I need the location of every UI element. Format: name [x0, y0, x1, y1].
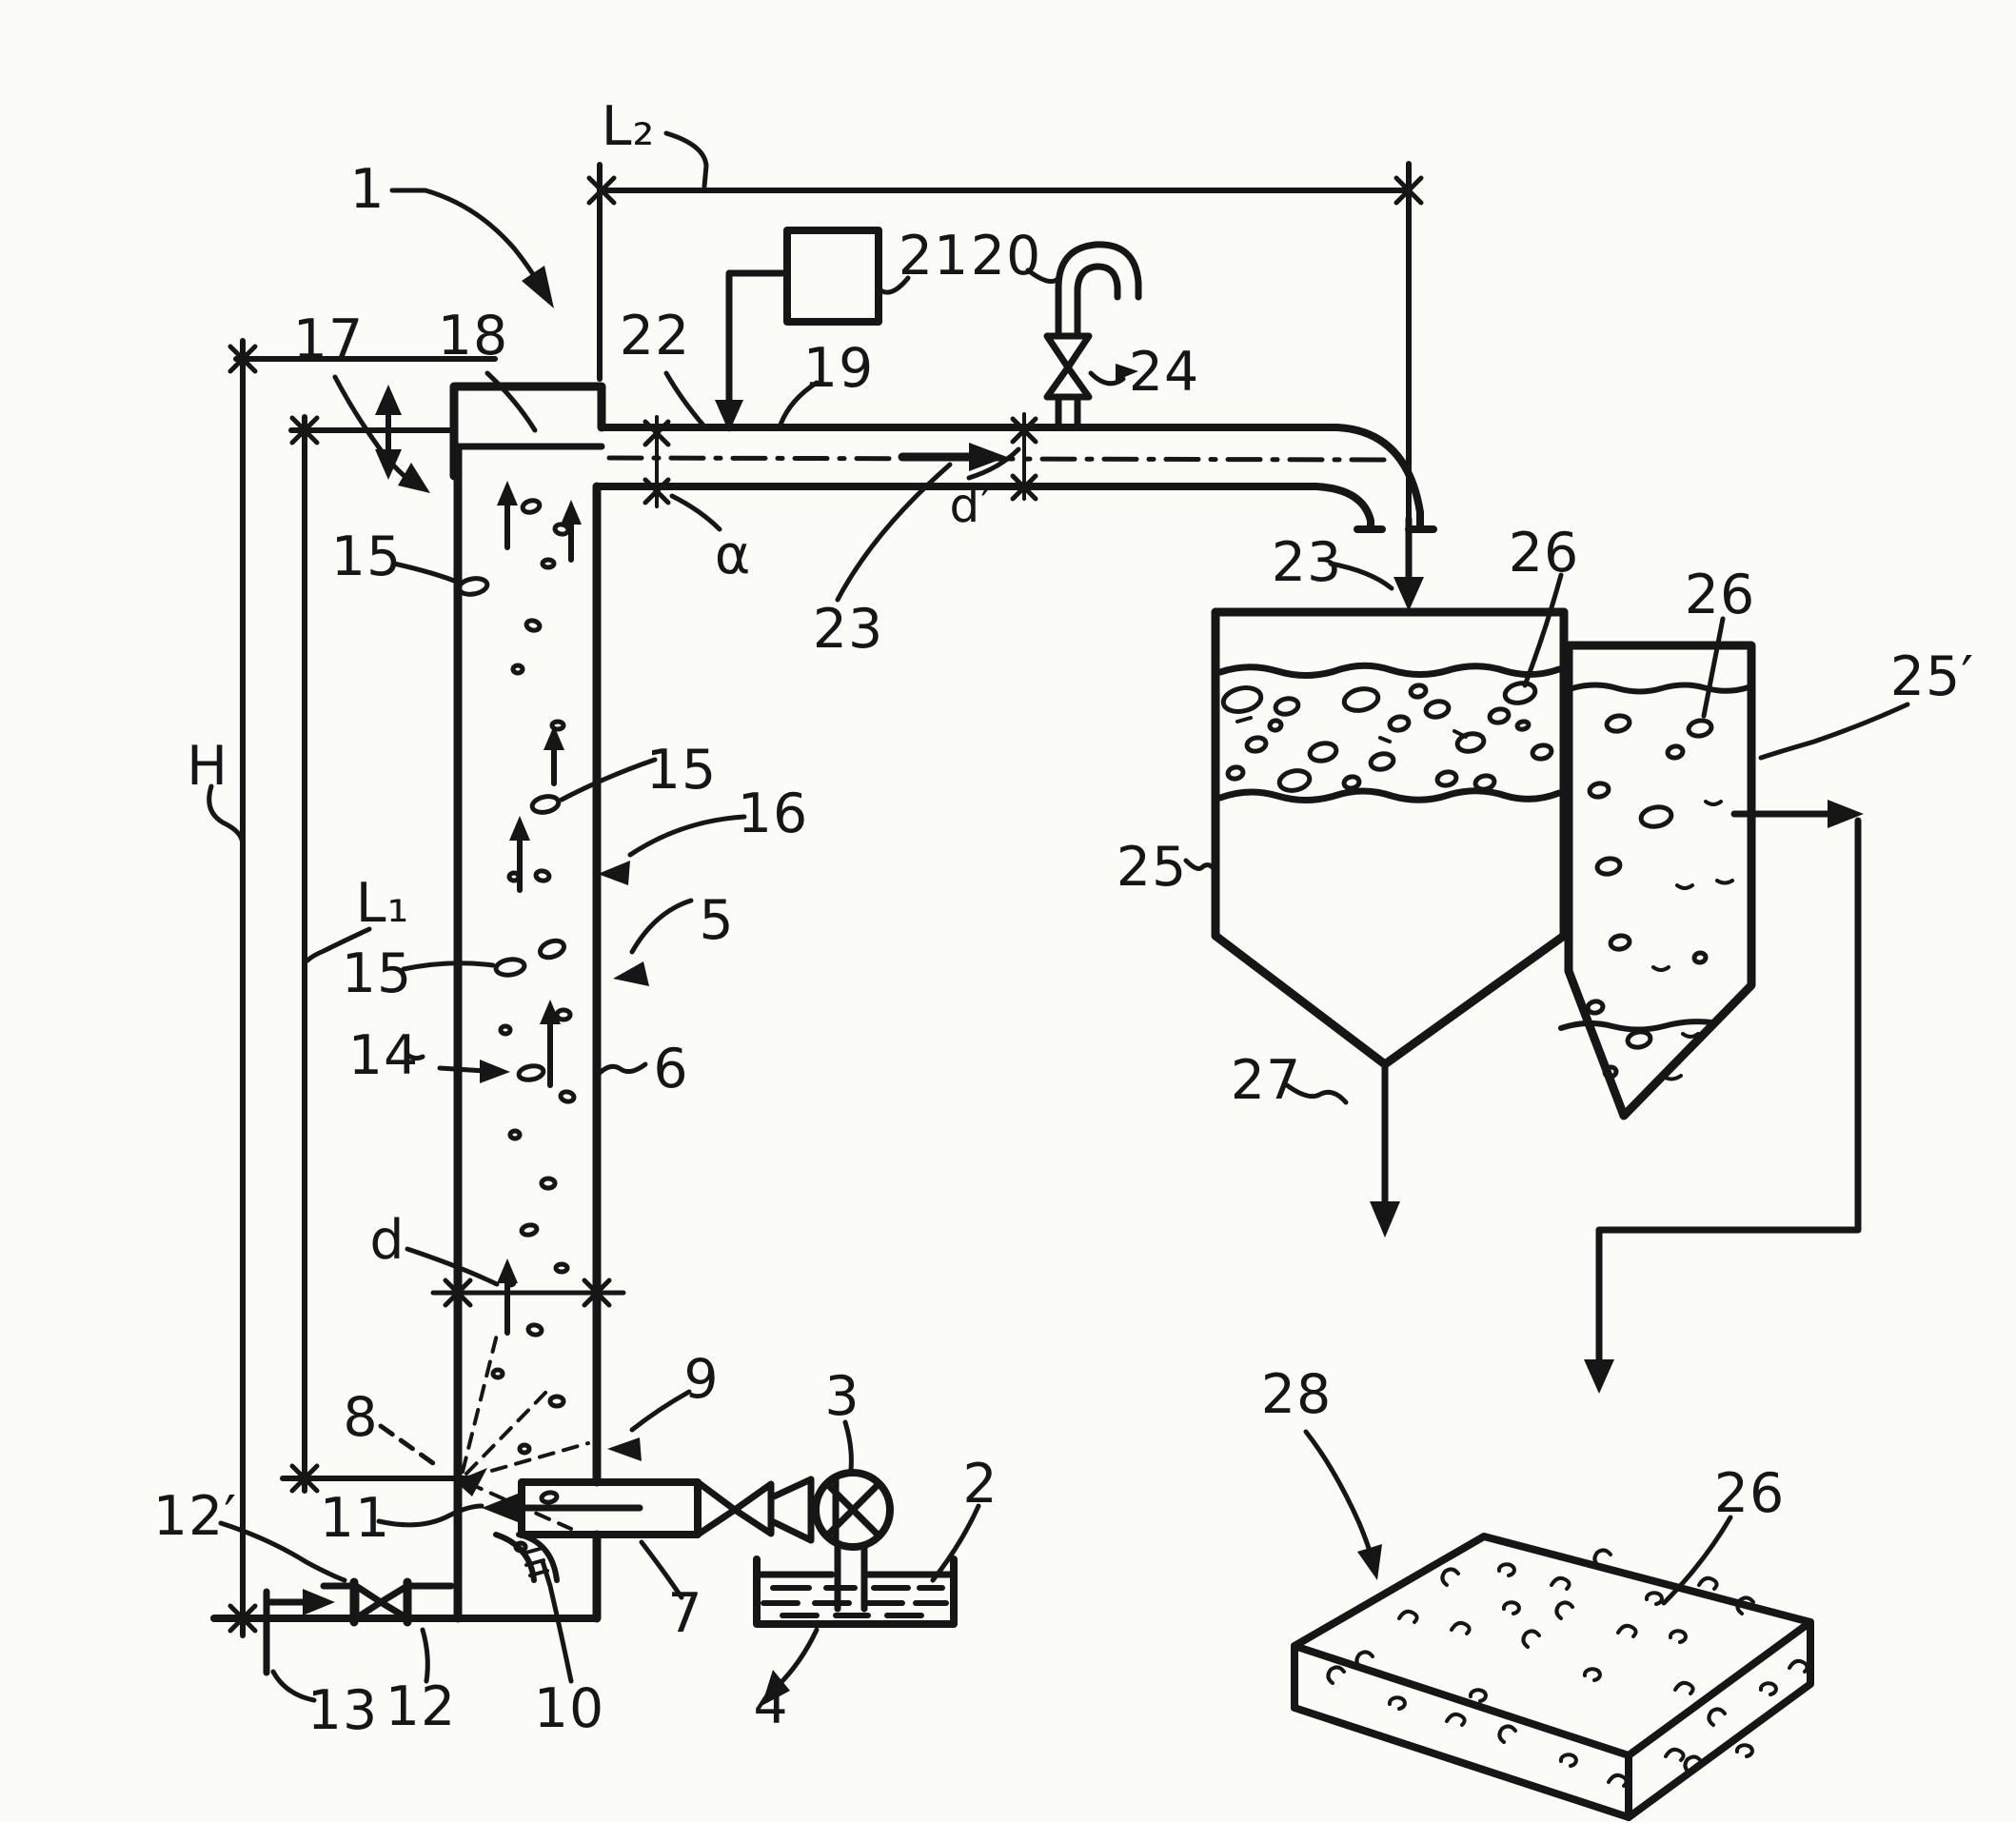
column-cap [449, 382, 606, 481]
label-24: 24 [1129, 341, 1200, 404]
reservoir-tank [753, 1555, 958, 1628]
label-16: 16 [738, 783, 809, 845]
label-26b: 26 [1685, 564, 1756, 626]
gooseneck-pipe [1055, 241, 1142, 431]
label-13: 13 [307, 1679, 379, 1742]
label-17: 17 [293, 308, 365, 371]
label-1: 1 [349, 158, 385, 221]
inlet-valve-12 [320, 1577, 455, 1627]
label-11: 11 [320, 1487, 391, 1550]
discharge-pipe [593, 424, 1437, 533]
label-6: 6 [653, 1038, 688, 1100]
label-18: 18 [438, 305, 509, 367]
label-25p: 25′ [1890, 645, 1974, 708]
label-5: 5 [699, 889, 734, 952]
inlet-line-13 [263, 1588, 335, 1676]
label-26c: 26 [1714, 1462, 1786, 1525]
tank-25p-outlet [1584, 800, 1864, 1394]
cap-slide-arrow [375, 385, 402, 480]
label-7: 7 [667, 1582, 702, 1645]
label-10: 10 [534, 1677, 605, 1740]
label-8: 8 [343, 1386, 378, 1449]
label-20: 20 [971, 225, 1042, 287]
label-14: 14 [348, 1024, 420, 1087]
dimension-L2 [586, 161, 1424, 522]
label-22: 22 [620, 305, 691, 367]
foam-block [1291, 1533, 1814, 1821]
label-4: 4 [753, 1674, 788, 1736]
label-15b: 15 [342, 942, 413, 1005]
gas-valve [1043, 332, 1093, 401]
label-23a: 23 [813, 598, 884, 661]
collection-tank-25p [1558, 641, 1756, 1120]
label-L2: L₂ [602, 95, 656, 158]
label-28: 28 [1261, 1363, 1333, 1426]
label-L1: L₁ [356, 872, 410, 935]
nozzle-spray [280, 1333, 590, 1531]
label-3: 3 [824, 1365, 860, 1428]
label-26a: 26 [1509, 522, 1580, 585]
tank-25p-foam-bubbles [1585, 713, 1734, 1081]
label-25: 25 [1117, 836, 1188, 899]
label-23b: 23 [1272, 531, 1343, 594]
label-d: d [369, 1209, 405, 1272]
column-flow-arrows [497, 481, 582, 1336]
feed-pipe-7 [482, 1478, 702, 1538]
label-27: 27 [1231, 1049, 1302, 1112]
label-alpha: α [715, 524, 752, 586]
reference-numerals: 1 17 18 22 L₂ 21 20 19 24 α d′ 23 23 26 … [153, 95, 1974, 1742]
label-15a: 15 [331, 525, 403, 588]
foam-block-texture [1326, 1548, 1809, 1788]
label-9: 9 [683, 1348, 719, 1411]
label-2: 2 [962, 1453, 998, 1516]
discharge-arrow-into-tank [1393, 515, 1424, 611]
label-21: 21 [899, 225, 970, 287]
label-12p: 12′ [153, 1485, 237, 1548]
controller-box [715, 227, 882, 432]
dimension-L1 [288, 414, 452, 1494]
leader-lines [207, 130, 1910, 1706]
column-bubbles [456, 498, 577, 1554]
label-12: 12 [385, 1675, 457, 1738]
pump [812, 1469, 894, 1613]
label-15c: 15 [646, 739, 718, 802]
tank-25-foam-bubbles [1220, 681, 1554, 793]
collection-tank-25 [1211, 607, 1569, 1238]
label-19: 19 [803, 337, 875, 400]
label-d-prime: d′ [949, 478, 992, 533]
label-H: H [187, 735, 228, 798]
